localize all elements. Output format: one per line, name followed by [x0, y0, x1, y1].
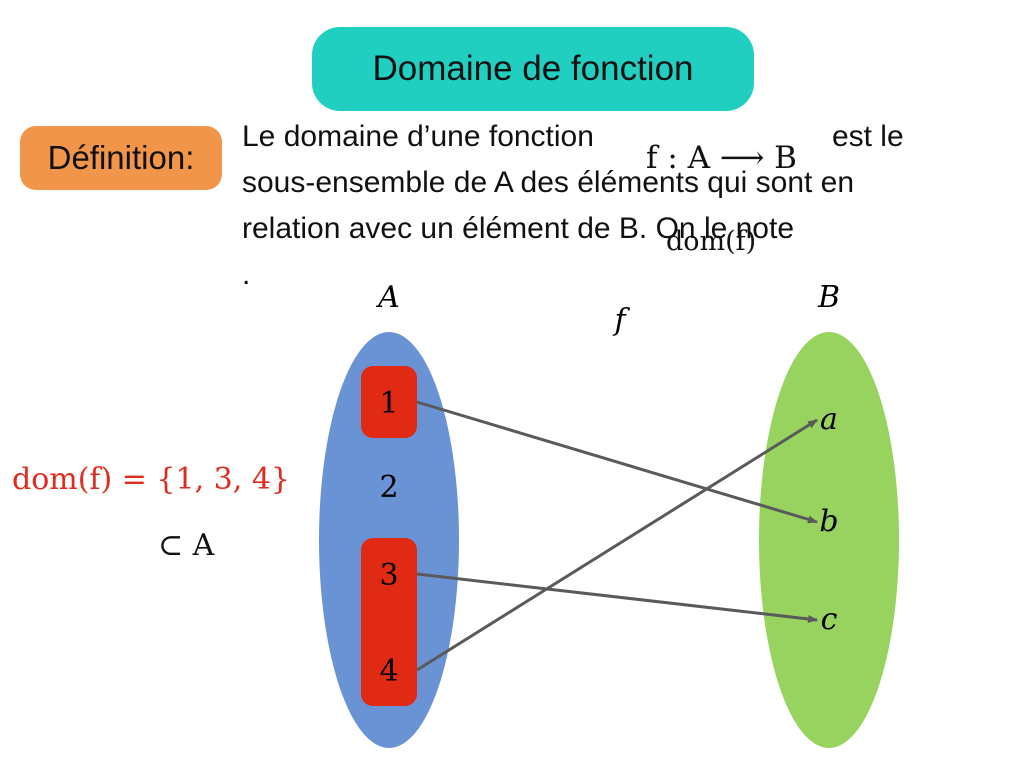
set-a-element-1: 1: [379, 386, 398, 421]
definition-badge: Définition:: [20, 126, 222, 190]
set-b-element-a: a: [820, 402, 838, 437]
set-a-element-3: 3: [379, 558, 398, 593]
subset-notation: ⊂ A: [158, 528, 215, 563]
dom-notation: dom(f): [666, 226, 757, 257]
mapping-arrow-1-b: [416, 400, 818, 524]
set-b-element-c: c: [821, 602, 838, 637]
set-b-label: B: [817, 280, 840, 315]
set-b-ellipse: [759, 332, 899, 748]
mapping-arrow-3-c: [416, 572, 818, 623]
title-banner: Domaine de fonction: [312, 27, 754, 111]
mapping-arrow-4-a: [416, 418, 818, 672]
definition-line-1-end: est le: [831, 120, 904, 153]
domain-highlight-box: [361, 366, 417, 438]
definition-line-3: relation avec un élément de B. On le not…: [242, 212, 795, 245]
definition-line-4: .: [242, 258, 251, 291]
definition-line-1-start: Le domaine d’une fonction: [242, 120, 594, 153]
function-notation: f : A ⟶ B: [646, 140, 797, 176]
domain-equation: dom(f) = {1, 3, 4}: [12, 462, 291, 497]
set-a-element-4: 4: [379, 654, 398, 689]
page-title: Domaine de fonction: [372, 49, 694, 88]
domain-highlight-box: [361, 538, 417, 706]
set-a-element-2: 2: [379, 470, 398, 505]
set-b-element-b: b: [819, 504, 838, 539]
definition-line-2: sous-ensemble de A des éléments qui sont…: [242, 166, 855, 199]
definition-text: Le domaine d’une fonction est le sous-ens…: [242, 114, 1012, 298]
set-a-label: A: [375, 280, 400, 315]
definition-label: Définition:: [47, 139, 195, 176]
definition-line-1: Le domaine d’une fonction est le: [242, 114, 1012, 160]
function-label: f: [612, 303, 630, 338]
